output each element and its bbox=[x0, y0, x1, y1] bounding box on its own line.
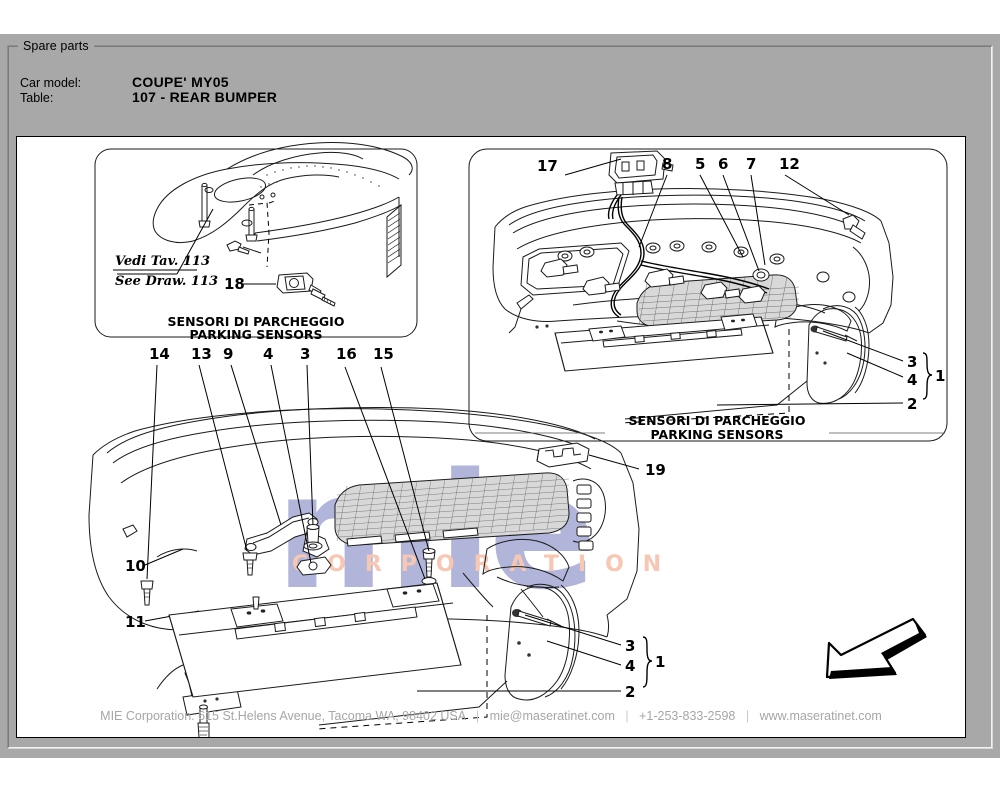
callout-5: 5 bbox=[695, 155, 705, 173]
document-metadata: Car model: COUPE' MY05 Table: 107 - REAR B… bbox=[20, 74, 278, 106]
main-bracket-group-1: 1 bbox=[655, 653, 665, 671]
upper-right-bolt-12 bbox=[842, 214, 866, 240]
spare-parts-groupbox bbox=[8, 46, 992, 748]
table-row: Table: 107 - REAR BUMPER bbox=[20, 89, 278, 106]
bracket-item-4: 4 bbox=[907, 371, 917, 389]
main-bracket-item-4: 4 bbox=[625, 657, 635, 675]
footer-separator-2: | bbox=[625, 709, 629, 723]
inset-ref-english: See Draw. 113 bbox=[115, 274, 218, 289]
upper-right-caption-english: PARKING SENSORS bbox=[651, 427, 784, 442]
main-stud-11 bbox=[197, 704, 210, 737]
callout-17: 17 bbox=[537, 157, 558, 175]
inset-caption-english: PARKING SENSORS bbox=[190, 327, 323, 342]
main-callout-19: 19 bbox=[645, 461, 666, 479]
footer-phone: +1-253-833-2598 bbox=[639, 709, 736, 723]
main-screws-16-15 bbox=[421, 548, 437, 585]
main-callout-9: 9 bbox=[223, 345, 233, 363]
upper-right-caption-italian: SENSORI DI PARCHEGGIO bbox=[629, 413, 806, 428]
callout-8: 8 bbox=[662, 155, 672, 173]
main-callout-16: 16 bbox=[336, 345, 357, 363]
footer-website[interactable]: www.maseratinet.com bbox=[759, 709, 882, 723]
inset-panel-parking-sensors: 18 Vedi Tav. 113 See Draw. 113 SENSORI D… bbox=[94, 142, 418, 342]
car-model-value: COUPE' MY05 bbox=[132, 74, 229, 90]
main-callout-14: 14 bbox=[149, 345, 170, 363]
main-bracket-item-2: 2 bbox=[625, 683, 635, 701]
callout-7: 7 bbox=[746, 155, 756, 173]
groupbox-title: Spare parts bbox=[18, 39, 94, 53]
main-callout-3: 3 bbox=[300, 345, 310, 363]
main-callout-15: 15 bbox=[373, 345, 394, 363]
upper-right-sensor-bosses bbox=[557, 240, 856, 303]
drawing-sheet: mie CORPORATION bbox=[16, 136, 966, 738]
upper-right-arch-liner bbox=[806, 305, 870, 404]
main-callout-13: 13 bbox=[191, 345, 212, 363]
footer-address: MIE Corporation. 615 St.Helens Avenue, T… bbox=[100, 709, 466, 723]
main-screw-13 bbox=[242, 552, 258, 576]
bracket-group-1: 1 bbox=[935, 367, 945, 385]
main-callout-10: 10 bbox=[125, 557, 146, 575]
direction-arrow-icon bbox=[825, 617, 927, 679]
main-clip-19 bbox=[536, 442, 590, 468]
bracket-item-3: 3 bbox=[907, 353, 917, 371]
footer-email[interactable]: mie@maseratinet.com bbox=[489, 709, 615, 723]
inset-sensor-pins bbox=[198, 182, 258, 242]
callout-6: 6 bbox=[718, 155, 728, 173]
upper-right-ecu-module bbox=[607, 150, 674, 220]
upper-right-fasteners bbox=[752, 268, 770, 282]
car-model-label: Car model: bbox=[20, 76, 82, 90]
main-bolt-3 bbox=[303, 524, 323, 551]
table-label: Table: bbox=[20, 91, 54, 105]
footer-separator-3: | bbox=[745, 709, 750, 723]
car-model-row: Car model: COUPE' MY05 bbox=[20, 74, 277, 91]
main-lower-sensor-strip bbox=[168, 582, 462, 698]
footer-contact: MIE Corporation. 615 St.Helens Avenue, T… bbox=[17, 709, 965, 723]
inset-sensor-module bbox=[276, 272, 336, 307]
main-washer-4 bbox=[296, 556, 332, 576]
upper-right-panel-parking-sensors: 17 8 5 6 7 12 bbox=[468, 148, 948, 442]
callout-12: 12 bbox=[779, 155, 800, 173]
upper-right-sensor-strip bbox=[554, 313, 774, 372]
main-bracket-callouts: 3 4 2 1 bbox=[417, 614, 665, 701]
main-callout-11: 11 bbox=[125, 613, 146, 631]
main-right-reflectors bbox=[572, 478, 606, 551]
footer-separator-1: | bbox=[475, 709, 480, 723]
main-callout-4: 4 bbox=[263, 345, 273, 363]
inset-caption-italian: SENSORI DI PARCHEGGIO bbox=[168, 314, 345, 329]
main-bracket-item-3: 3 bbox=[625, 637, 635, 655]
inset-ref-italian: Vedi Tav. 113 bbox=[115, 254, 210, 269]
upper-right-bracket-callouts: 3 4 2 1 bbox=[716, 330, 945, 413]
main-mesh-grille bbox=[334, 472, 570, 547]
main-lower-arch-liner bbox=[504, 583, 580, 701]
inset-bolt bbox=[226, 240, 250, 255]
bracket-item-2: 2 bbox=[907, 395, 917, 413]
inset-callout-18: 18 bbox=[224, 275, 245, 293]
main-bumper-assembly: 14 13 9 4 3 16 15 10 11 bbox=[88, 345, 666, 737]
table-value: 107 - REAR BUMPER bbox=[132, 89, 278, 105]
upper-right-wiring-harness bbox=[540, 196, 770, 318]
technical-drawing: 18 Vedi Tav. 113 See Draw. 113 SENSORI D… bbox=[88, 142, 948, 737]
main-screw-14 bbox=[140, 580, 154, 606]
